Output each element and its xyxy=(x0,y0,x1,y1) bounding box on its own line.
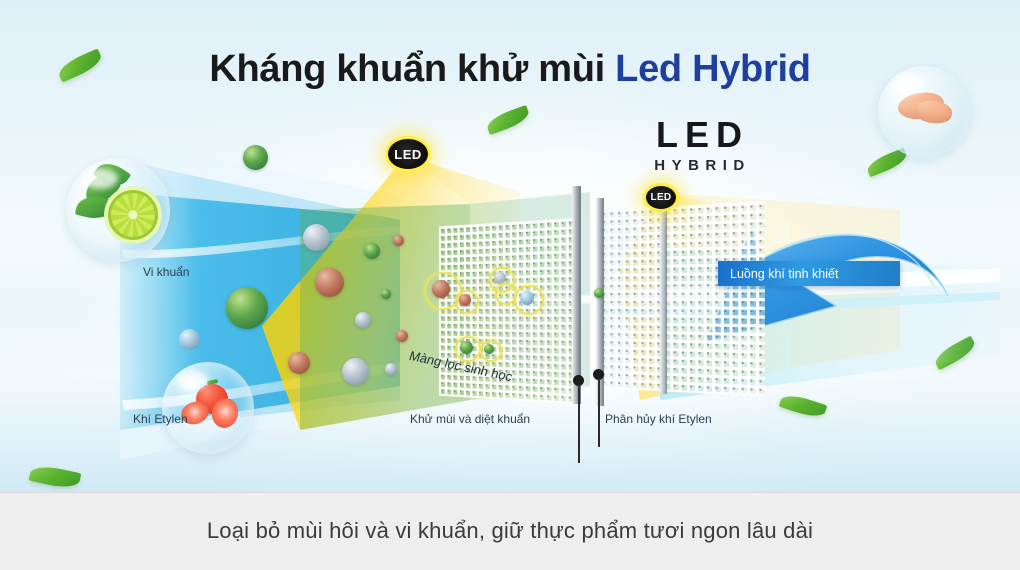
particle-ethylene xyxy=(396,330,408,342)
particle-bacteria xyxy=(243,145,268,170)
clean-air-banner-label: Luồng khí tinh khiết xyxy=(730,267,838,281)
meat-icon xyxy=(913,99,953,125)
clean-air-banner: Luồng khí tinh khiết xyxy=(718,261,900,286)
particle-odor xyxy=(303,224,330,251)
particle-bacteria xyxy=(594,288,604,298)
lime-slice-icon xyxy=(104,186,162,244)
led-hybrid-panel xyxy=(600,201,765,396)
pointer-line xyxy=(598,378,600,447)
led-hybrid-wordmark: LED HYBRID xyxy=(620,118,785,174)
page-title-plain: Kháng khuẩn khử mùi xyxy=(209,48,615,90)
label-ethylene-gas: Khí Etylen xyxy=(133,412,188,426)
particle-ethylene xyxy=(432,280,450,298)
particle-odor xyxy=(385,363,397,375)
bio-filter-frame xyxy=(572,186,581,404)
particle-ethylene xyxy=(393,235,404,246)
label-bacteria: Vi khuẩn xyxy=(143,265,189,279)
wordmark-secondary: HYBRID xyxy=(620,157,785,174)
wordmark-primary: LED xyxy=(620,118,785,152)
caption-text: Loại bỏ mùi hôi và vi khuẩn, giữ thực ph… xyxy=(0,492,1020,570)
label-decompose-ethylene: Phân hủy khí Etylen xyxy=(605,412,712,426)
led-badge-back: LED xyxy=(646,186,676,209)
led-badge-back-label: LED xyxy=(651,192,672,203)
panel-grid xyxy=(600,201,765,396)
pointer-line xyxy=(578,384,580,463)
particle-odor xyxy=(342,358,369,385)
particle-bacteria xyxy=(484,344,494,354)
particle-bacteria xyxy=(364,243,380,259)
led-badge-front: LED xyxy=(388,139,428,169)
lime-mint-bubble xyxy=(66,158,170,262)
particle-ethylene xyxy=(315,268,344,297)
particle-odor xyxy=(179,329,200,350)
led-hybrid-frame-right xyxy=(660,198,667,394)
particle-ethylene xyxy=(288,352,310,374)
particle-odor xyxy=(355,312,371,328)
particle-bacteria xyxy=(381,289,391,299)
label-deodorize-kill: Khử mùi và diệt khuẩn xyxy=(410,412,530,426)
particle-bacteria xyxy=(226,287,268,329)
led-badge-front-label: LED xyxy=(394,147,422,162)
particle-bacteria xyxy=(460,341,473,354)
page-title: Kháng khuẩn khử mùi Led Hybrid xyxy=(0,48,1020,91)
page-title-accent: Led Hybrid xyxy=(615,48,810,90)
tomato-bubble xyxy=(162,362,254,454)
particle-ethylene xyxy=(459,294,471,306)
particle-odor xyxy=(520,291,534,305)
